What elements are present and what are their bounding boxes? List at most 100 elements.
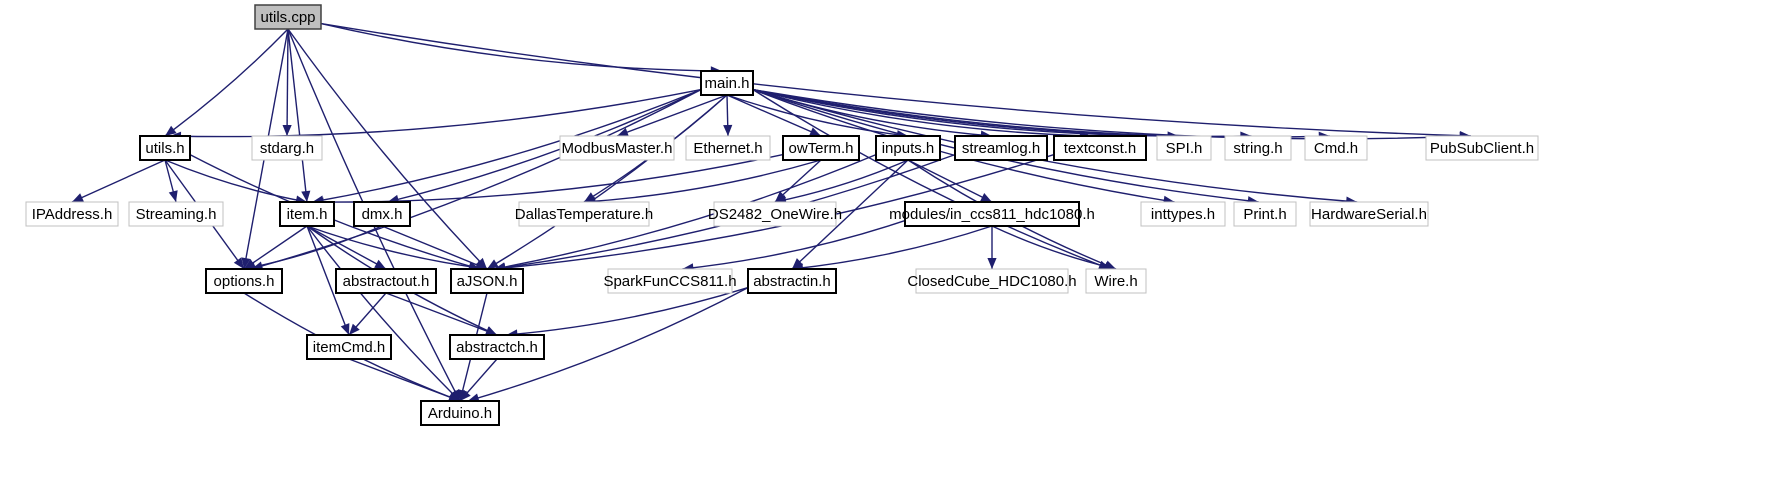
node-label: aJSON.h [457,273,518,290]
node-label: HardwareSerial.h [1311,206,1427,223]
node-inputs_h[interactable]: inputs.h [875,135,941,161]
node-item_h[interactable]: item.h [279,201,335,227]
node-box[interactable] [685,135,771,161]
node-label: SparkFunCCS811.h [603,273,736,290]
edge-arrowhead [460,389,471,401]
edge-arrowhead [792,258,804,269]
node-stdarg_h[interactable]: stdarg.h [251,135,323,161]
node-main_h[interactable]: main.h [700,70,754,96]
node-label: Print.h [1243,206,1286,223]
node-Print_h[interactable]: Print.h [1233,201,1297,227]
node-SPI_h[interactable]: SPI.h [1156,135,1212,161]
node-box[interactable] [25,201,119,227]
dependency-edge-abstractout_h-to-abstractch_h [385,292,498,336]
node-box[interactable] [904,201,1080,227]
node-string_h[interactable]: string.h [1224,135,1292,161]
node-box[interactable] [1309,201,1429,227]
dependency-edge-main_h-to-utils_h [169,88,702,138]
node-box[interactable] [450,268,524,294]
node-box[interactable] [449,334,545,360]
node-options_h[interactable]: options.h [205,268,283,294]
edge-arrowhead [72,193,84,202]
node-box[interactable] [954,135,1048,161]
node-box[interactable] [335,268,437,294]
edge-arrowhead [448,389,460,401]
node-box[interactable] [279,201,335,227]
node-box[interactable] [1224,135,1292,161]
node-Streaming_h[interactable]: Streaming.h [128,201,224,227]
node-itemCmd_h[interactable]: itemCmd.h [306,334,392,360]
node-label: ClosedCube_HDC1080.h [907,273,1076,290]
node-abstractout_h[interactable]: abstractout.h [335,268,437,294]
dependency-edge-modules_in_ccs811-to-SparkFunCCS811_h [682,219,906,270]
node-label: modules/in_ccs811_hdc1080.h [889,206,1095,223]
node-label: string.h [1233,140,1282,157]
dependency-edge-utils_cpp-to-stdarg_h [286,28,289,137]
node-box[interactable] [559,135,675,161]
node-box[interactable] [700,70,754,96]
node-abstractch_h[interactable]: abstractch.h [449,334,545,360]
node-utils_h[interactable]: utils.h [139,135,191,161]
node-label: ModbusMaster.h [562,140,673,157]
dependency-edge-modules_in_ccs811-to-abstractin_h [791,225,993,270]
node-box[interactable] [1233,201,1297,227]
node-box[interactable] [1053,135,1147,161]
node-label: utils.cpp [260,9,315,26]
node-box[interactable] [1304,135,1368,161]
edge-arrowhead [487,259,499,269]
node-box[interactable] [713,201,837,227]
node-owTerm_h[interactable]: owTerm.h [782,135,860,161]
node-abstractin_h[interactable]: abstractin.h [747,268,837,294]
node-box[interactable] [1140,201,1226,227]
node-HardwareSerial_h[interactable]: HardwareSerial.h [1309,201,1429,227]
edge-arrowhead [723,124,733,136]
node-label: options.h [214,273,275,290]
node-box[interactable] [353,201,411,227]
node-label: abstractin.h [753,273,831,290]
dependency-edge-inputs_h-to-abstractin_h [791,159,909,270]
node-SparkFunCCS811_h[interactable]: SparkFunCCS811.h [603,268,737,294]
edge-arrowhead [448,392,460,402]
node-Ethernet_h[interactable]: Ethernet.h [685,135,771,161]
node-IPAddress_h[interactable]: IPAddress.h [25,201,119,227]
dependency-edge-utils_cpp-to-aJSON_h [287,28,488,270]
node-PubSubClient_h[interactable]: PubSubClient.h [1425,135,1539,161]
node-box[interactable] [607,268,733,294]
node-label: IPAddress.h [32,206,113,223]
node-box[interactable] [1085,268,1147,294]
node-box[interactable] [1425,135,1539,161]
node-box[interactable] [251,135,323,161]
node-dmx_h[interactable]: dmx.h [353,201,411,227]
node-box[interactable] [139,135,191,161]
node-label: SPI.h [1166,140,1203,157]
node-box[interactable] [782,135,860,161]
node-inttypes_h[interactable]: inttypes.h [1140,201,1226,227]
node-ModbusMaster_h[interactable]: ModbusMaster.h [559,135,675,161]
node-box[interactable] [518,201,650,227]
node-aJSON_h[interactable]: aJSON.h [450,268,524,294]
node-label: inputs.h [882,140,935,157]
node-Wire_h[interactable]: Wire.h [1085,268,1147,294]
node-box[interactable] [420,400,500,426]
node-label: streamlog.h [962,140,1040,157]
node-textconst_h[interactable]: textconst.h [1053,135,1147,161]
dependency-edge-utils_h-to-IPAddress_h [71,159,166,203]
node-ClosedCube_HDC1080_h[interactable]: ClosedCube_HDC1080.h [907,268,1077,294]
node-box[interactable] [915,268,1069,294]
node-utils_cpp[interactable]: utils.cpp [254,4,322,30]
node-box[interactable] [875,135,941,161]
node-DallasTemperature_h[interactable]: DallasTemperature.h [515,201,653,227]
node-box[interactable] [128,201,224,227]
dependency-edge-abstractin_h-to-abstractch_h [506,286,749,336]
node-DS2482_OneWire_h[interactable]: DS2482_OneWire.h [708,201,842,227]
node-box[interactable] [306,334,392,360]
node-Cmd_h[interactable]: Cmd.h [1304,135,1368,161]
node-Arduino_h[interactable]: Arduino.h [420,400,500,426]
node-box[interactable] [254,4,322,30]
node-box[interactable] [1156,135,1212,161]
node-box[interactable] [747,268,837,294]
node-modules_in_ccs811[interactable]: modules/in_ccs811_hdc1080.h [889,201,1095,227]
node-streamlog_h[interactable]: streamlog.h [954,135,1048,161]
node-box[interactable] [205,268,283,294]
